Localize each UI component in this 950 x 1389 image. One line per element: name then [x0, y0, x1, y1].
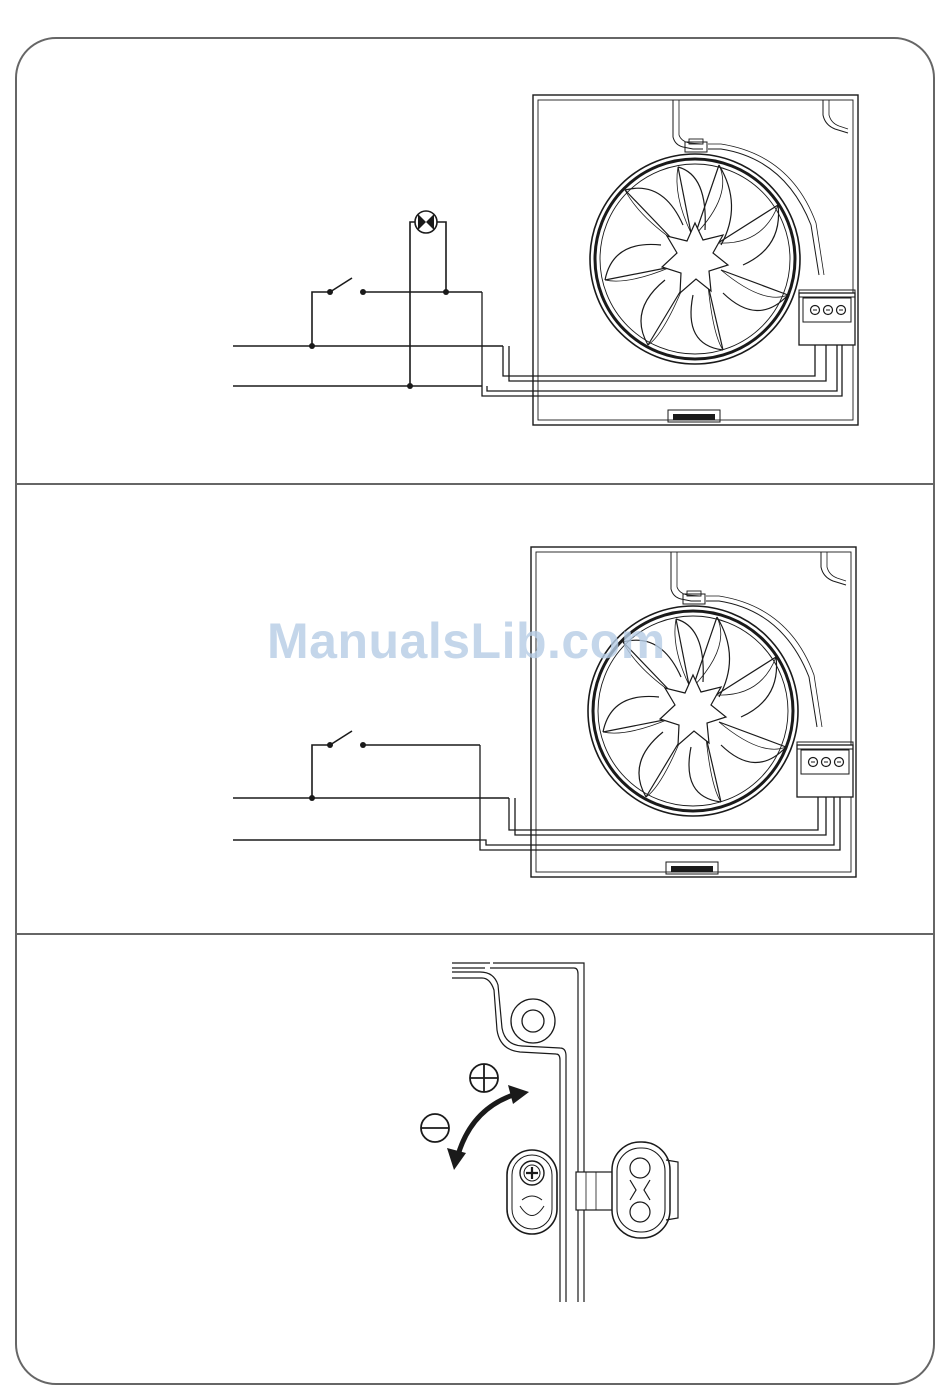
corner-post	[511, 999, 555, 1043]
plus-icon	[470, 1064, 498, 1092]
switch-symbol	[309, 278, 482, 349]
watermark: ManualsLib.com	[267, 612, 666, 670]
panel-timer-adjustment	[421, 963, 678, 1302]
screw-icon	[507, 1150, 557, 1234]
minus-icon	[421, 1114, 449, 1142]
panel-wiring-switch-only	[233, 547, 856, 877]
page-frame	[16, 38, 934, 1384]
clip-icon	[576, 1142, 678, 1238]
lamp-symbol	[407, 211, 449, 389]
switch-symbol	[309, 731, 480, 801]
panel-wiring-with-lamp	[233, 95, 858, 425]
